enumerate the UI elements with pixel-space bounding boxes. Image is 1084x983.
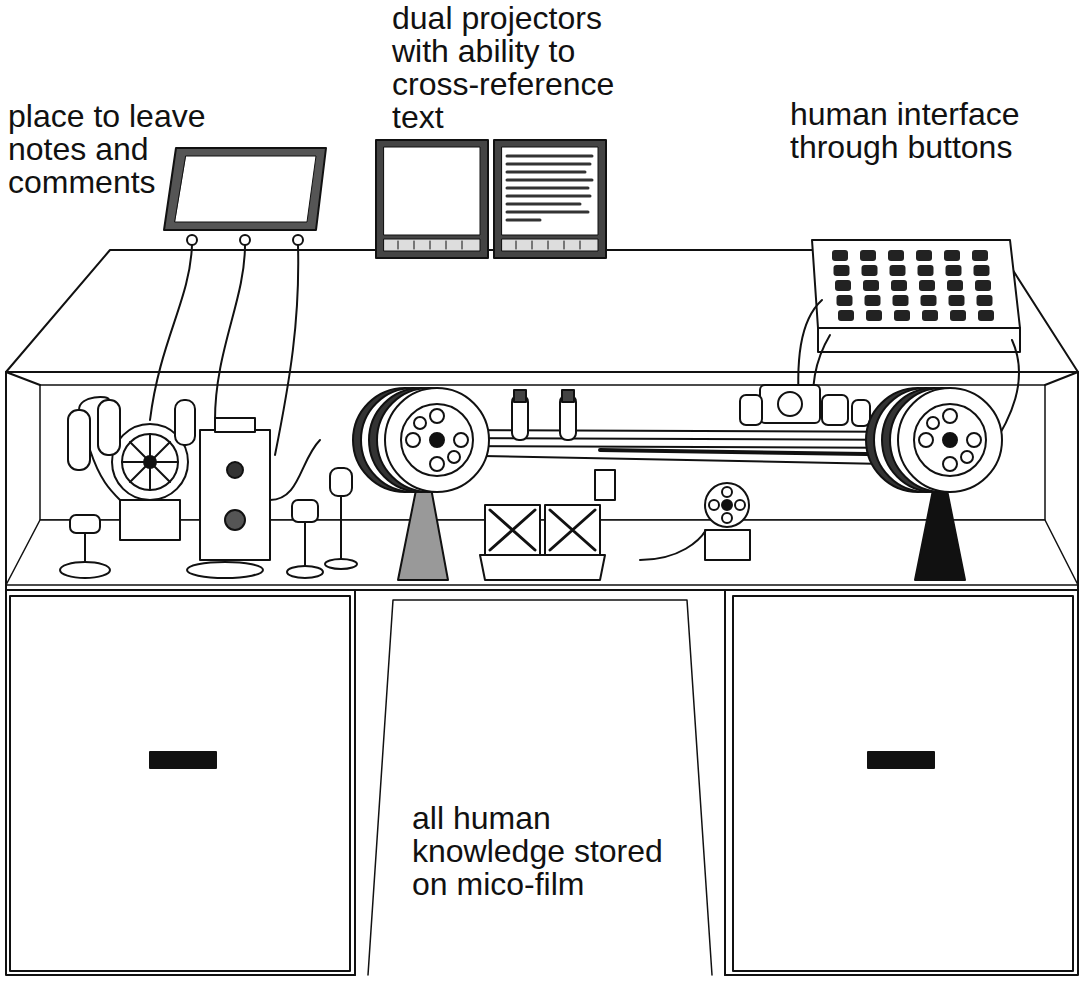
compartment-back [40,385,1045,520]
film-reel [866,388,1002,580]
shelf-edge [6,589,1078,591]
callout-text: dual projectors with ability to cross-re… [392,2,632,134]
drawer-handle [868,752,934,768]
compartment-edge [6,372,40,385]
key-button [888,250,904,261]
key-button [891,280,907,291]
key-button [944,250,960,261]
drawer-handle [150,752,216,768]
key-button [838,310,854,321]
screen-connector [150,235,303,455]
key-button [978,310,994,321]
key-button [947,280,963,291]
key-button [835,280,851,291]
key-button [919,280,935,291]
left-drawer [10,596,350,971]
projector-unit [480,390,615,580]
kneehole-edge [724,590,726,975]
photo-apparatus [60,397,323,578]
callout-text: place to leave notes and comments [8,100,218,199]
notes-screen [175,156,316,222]
kneehole-edge [354,590,356,975]
key-button [922,310,938,321]
key-button [837,295,853,306]
callout-label: all human knowledge stored on mico-film [412,802,680,901]
key-button [921,295,937,306]
key-button [918,265,934,276]
key-button [832,250,848,261]
key-button [860,250,876,261]
key-button [866,310,882,321]
key-button [865,295,881,306]
key-button [946,265,962,276]
microfilm-band [425,430,935,465]
film-reel [353,388,489,580]
kneehole-back [368,600,712,975]
projector-screen [494,140,606,258]
key-button [894,310,910,321]
key-button [972,250,988,261]
key-button [893,295,909,306]
projector-screen [376,140,488,258]
key-button [974,265,990,276]
key-button [975,280,991,291]
camera-unit [740,385,870,426]
key-button [949,295,965,306]
compartment-edge [1045,372,1078,385]
callout-label: dual projectors with ability to cross-re… [392,2,632,134]
right-drawer [733,596,1073,971]
callout-text: all human knowledge stored on mico-film [412,802,680,901]
callout-text: human interface through buttons [790,98,1045,164]
key-button [834,265,850,276]
small-reel [640,483,750,560]
key-button [863,280,879,291]
key-button [950,310,966,321]
callout-label: place to leave notes and comments [8,100,218,199]
callout-label: human interface through buttons [790,98,1045,164]
key-button [890,265,906,276]
lamp [325,468,357,569]
key-button [977,295,993,306]
key-button [916,250,932,261]
notes-screen-frame [164,148,326,230]
key-button [862,265,878,276]
